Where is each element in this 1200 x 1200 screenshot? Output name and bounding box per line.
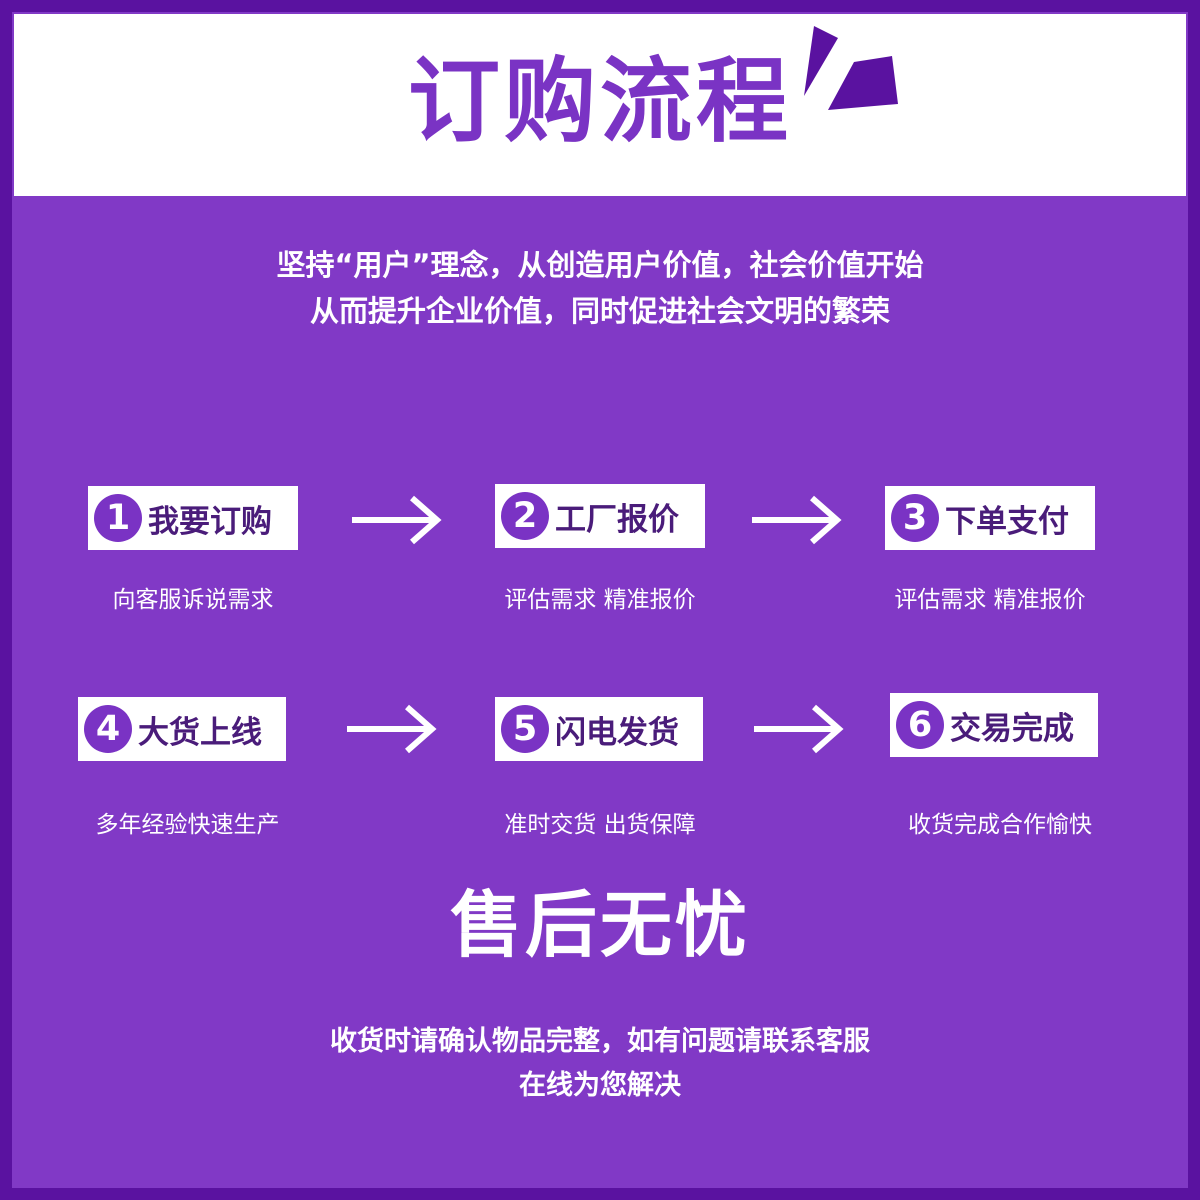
step-2-card: 2 工厂报价 (495, 484, 705, 548)
step-4-number: 4 (84, 705, 132, 753)
after-sales-line-1: 收货时请确认物品完整，如有问题请联系客服 (330, 1026, 870, 1057)
step-3-desc: 评估需求 精准报价 (894, 587, 1086, 613)
after-sales-line-2: 在线为您解决 (519, 1070, 681, 1101)
step-5-card: 5 闪电发货 (495, 697, 703, 761)
step-1-label: 我要订购 (148, 503, 272, 540)
step-6-card: 6 交易完成 (890, 693, 1098, 757)
page-title: 订购流程 (407, 48, 792, 155)
step-1-card: 1 我要订购 (88, 486, 298, 550)
step-6-label: 交易完成 (950, 710, 1074, 747)
intro-line-1: 坚持“用户”理念，从创造用户价值，社会价值开始 (276, 248, 924, 282)
step-2-number: 2 (501, 492, 549, 540)
step-6-number: 6 (896, 701, 944, 749)
step-4-desc: 多年经验快速生产 (95, 812, 280, 838)
decorative-shapes-icon (804, 26, 898, 110)
step-1-number: 1 (94, 494, 142, 542)
step-4-card: 4 大货上线 (78, 697, 286, 761)
arrow-right-icon (752, 495, 842, 545)
header-banner: 订购流程 (14, 14, 1186, 196)
step-5-desc: 准时交货 出货保障 (504, 812, 696, 838)
step-2-label: 工厂报价 (555, 501, 679, 538)
content-panel (12, 12, 1188, 1188)
arrow-right-icon (352, 495, 442, 545)
step-3-number: 3 (891, 494, 939, 542)
step-3-card: 3 下单支付 (885, 486, 1095, 550)
step-3-label: 下单支付 (945, 503, 1069, 540)
after-sales-heading: 售后无忧 (449, 883, 750, 967)
step-2-desc: 评估需求 精准报价 (504, 587, 696, 613)
step-4-label: 大货上线 (138, 714, 262, 751)
step-1-desc: 向客服诉说需求 (112, 587, 274, 613)
arrow-right-icon (754, 704, 844, 754)
intro-line-2: 从而提升企业价值，同时促进社会文明的繁荣 (309, 294, 890, 328)
step-5-label: 闪电发货 (555, 714, 679, 751)
step-5-number: 5 (501, 705, 549, 753)
step-6-desc: 收货完成合作愉快 (908, 812, 1092, 838)
arrow-right-icon (347, 704, 437, 754)
